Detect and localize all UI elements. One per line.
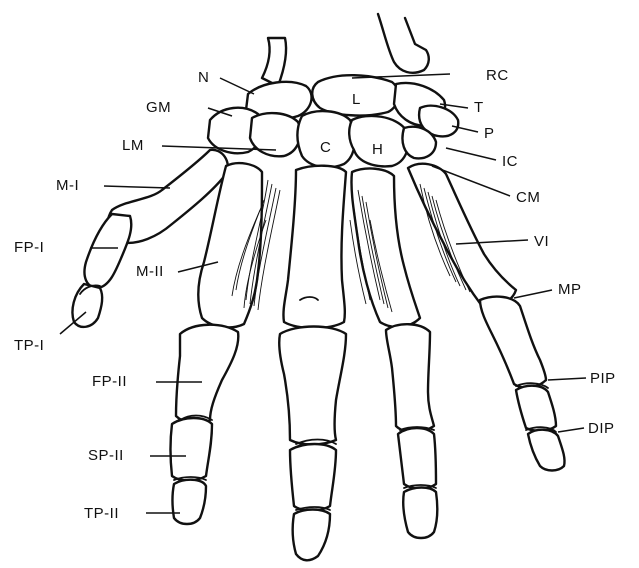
- proximal-phalanx-ii: [176, 325, 238, 424]
- proximal-phalanx-iii: [279, 327, 346, 445]
- middle-phalanx-ii: [171, 418, 213, 481]
- label-tp-ii: TP-II: [84, 505, 119, 522]
- label-ic: IC: [502, 153, 518, 170]
- label-fp-ii: FP-II: [92, 373, 127, 390]
- middle-phalanx-v: [516, 386, 556, 431]
- label-cm: CM: [516, 189, 540, 206]
- proximal-phalanx-iv: [386, 324, 434, 432]
- distal-phalanx-iii: [293, 510, 330, 561]
- label-pip: PIP: [590, 370, 616, 387]
- label-m-i: M-I: [56, 177, 79, 194]
- proximal-phalanx-v: [480, 297, 546, 388]
- label-rc: RC: [486, 67, 509, 84]
- middle-phalanx-iv: [398, 428, 436, 489]
- carpal-bones: [208, 75, 458, 167]
- label-fp-i: FP-I: [14, 239, 44, 256]
- label-p: P: [484, 125, 495, 142]
- distal-phalanx-ii: [173, 480, 207, 524]
- distal-phalanx-v: [528, 430, 565, 471]
- metacarpal-iii: [283, 166, 346, 328]
- label-h: H: [372, 141, 383, 158]
- metacarpal-v: [408, 164, 516, 307]
- label-n: N: [198, 69, 209, 86]
- distal-phalanx-iv: [403, 488, 437, 539]
- label-tp-i: TP-I: [14, 337, 44, 354]
- metacarpal-iv: [351, 169, 420, 327]
- label-c: C: [320, 139, 331, 156]
- label-l: L: [352, 91, 360, 108]
- index-finger-bones: [171, 163, 263, 524]
- label-vi: VI: [534, 233, 549, 250]
- label-t: T: [474, 99, 484, 116]
- proximal-phalanx-i: [85, 214, 132, 288]
- middle-phalanx-iii: [290, 444, 336, 511]
- label-lm: LM: [122, 137, 144, 154]
- label-sp-ii: SP-II: [88, 447, 124, 464]
- label-dip: DIP: [588, 420, 615, 437]
- label-gm: GM: [146, 99, 171, 116]
- label-mp: MP: [558, 281, 582, 298]
- label-m-ii: M-II: [136, 263, 164, 280]
- middle-finger-bones: [279, 166, 346, 561]
